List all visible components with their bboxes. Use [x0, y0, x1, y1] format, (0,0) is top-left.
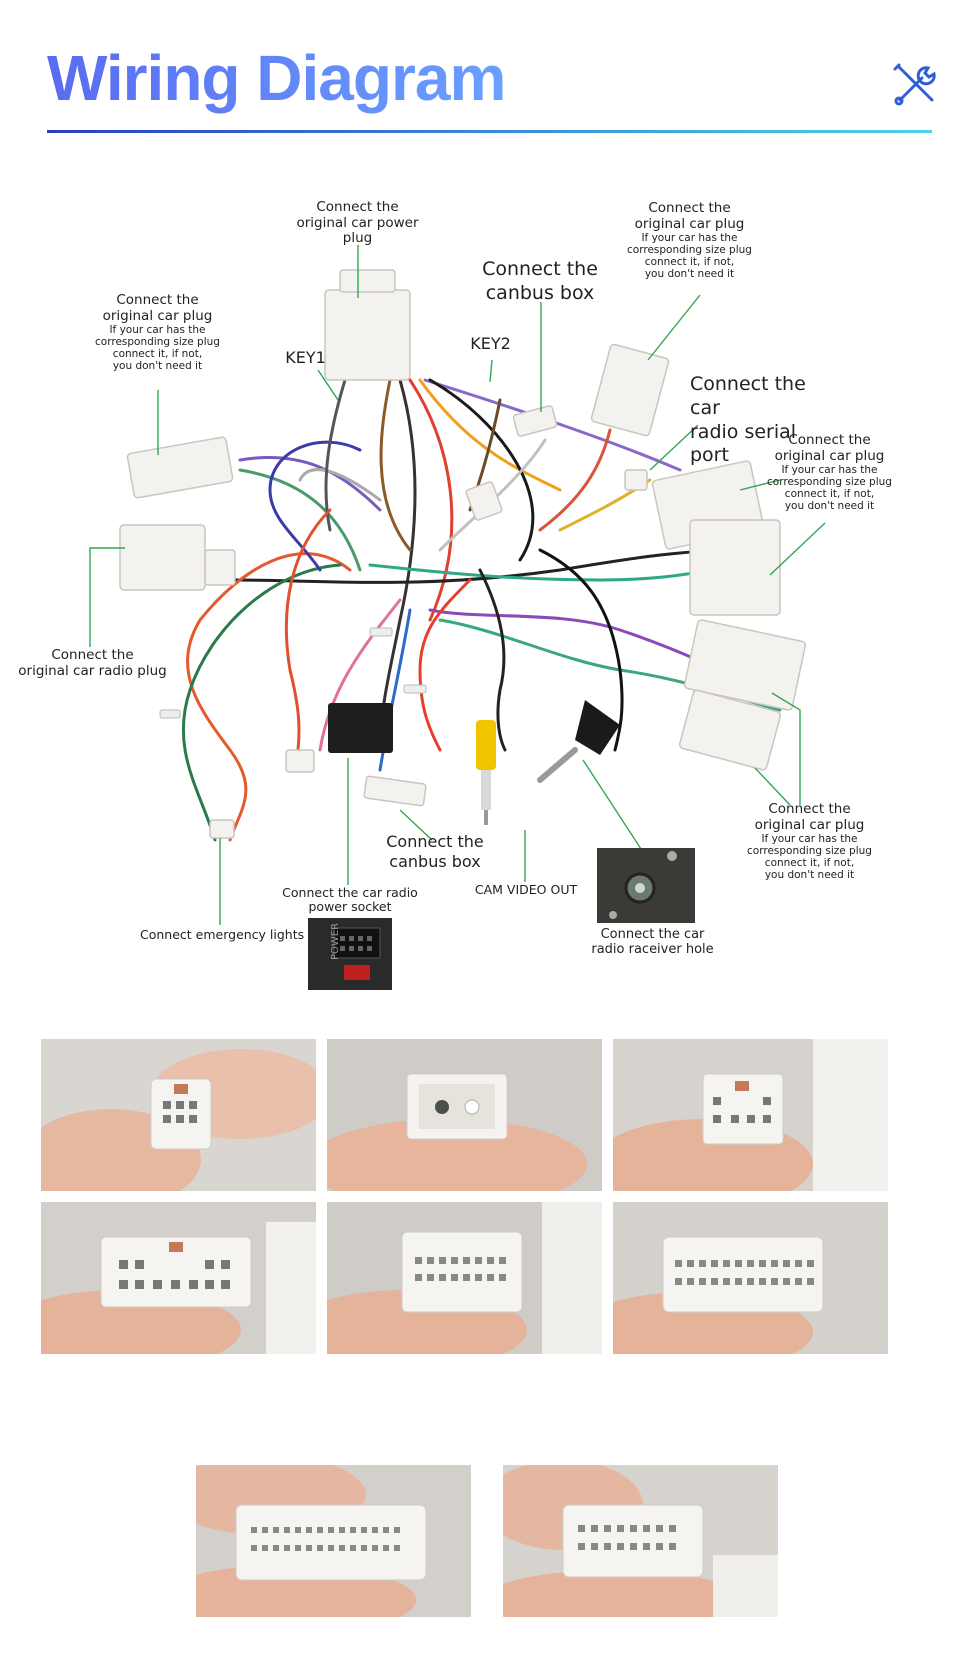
connector-photo-7 [196, 1465, 471, 1617]
label-power-socket: Connect the car radio power socket [282, 885, 418, 915]
receiver-hole-photo [597, 848, 695, 923]
tools-icon [893, 63, 936, 106]
label-serial-port: Connect the car radio serial port [690, 373, 806, 467]
power-socket-text: POWER [330, 923, 341, 960]
label-plug-left: Connect the original car plug If your ca… [95, 292, 220, 373]
label-key1: KEY1 [285, 348, 326, 367]
connector-photo-3 [613, 1039, 888, 1191]
page-title: Wiring Diagram [47, 38, 506, 118]
connector-photo-5 [327, 1202, 602, 1354]
label-radio-plug: Connect the original car radio plug [18, 647, 167, 679]
label-canbus-bottom: Connect the canbus box [386, 832, 484, 871]
label-plug-right: Connect the original car plug If your ca… [767, 432, 892, 513]
wiring-harness-diagram: POWER [89, 245, 826, 990]
label-key2: KEY2 [470, 334, 511, 353]
title-underline [47, 130, 932, 133]
label-plug-top-right: Connect the original car plug If your ca… [627, 200, 752, 281]
connector-photo-8 [503, 1465, 778, 1617]
label-receiver-hole: Connect the car radio raceiver hole [591, 927, 714, 957]
label-cam-video-out: CAM VIDEO OUT [474, 882, 578, 897]
connector-photo-2 [327, 1039, 602, 1191]
label-canbus-top: Connect the canbus box [482, 258, 598, 304]
connector-photo-1 [41, 1039, 316, 1191]
label-power-plug: Connect the original car power plug [296, 199, 419, 247]
power-socket-photo: POWER [308, 918, 392, 990]
label-plug-bottom-right: Connect the original car plug If your ca… [747, 801, 872, 882]
connector-photo-4 [41, 1202, 316, 1354]
label-emergency-lights: Connect emergency lights [140, 927, 305, 942]
connector-photo-6 [613, 1202, 888, 1354]
